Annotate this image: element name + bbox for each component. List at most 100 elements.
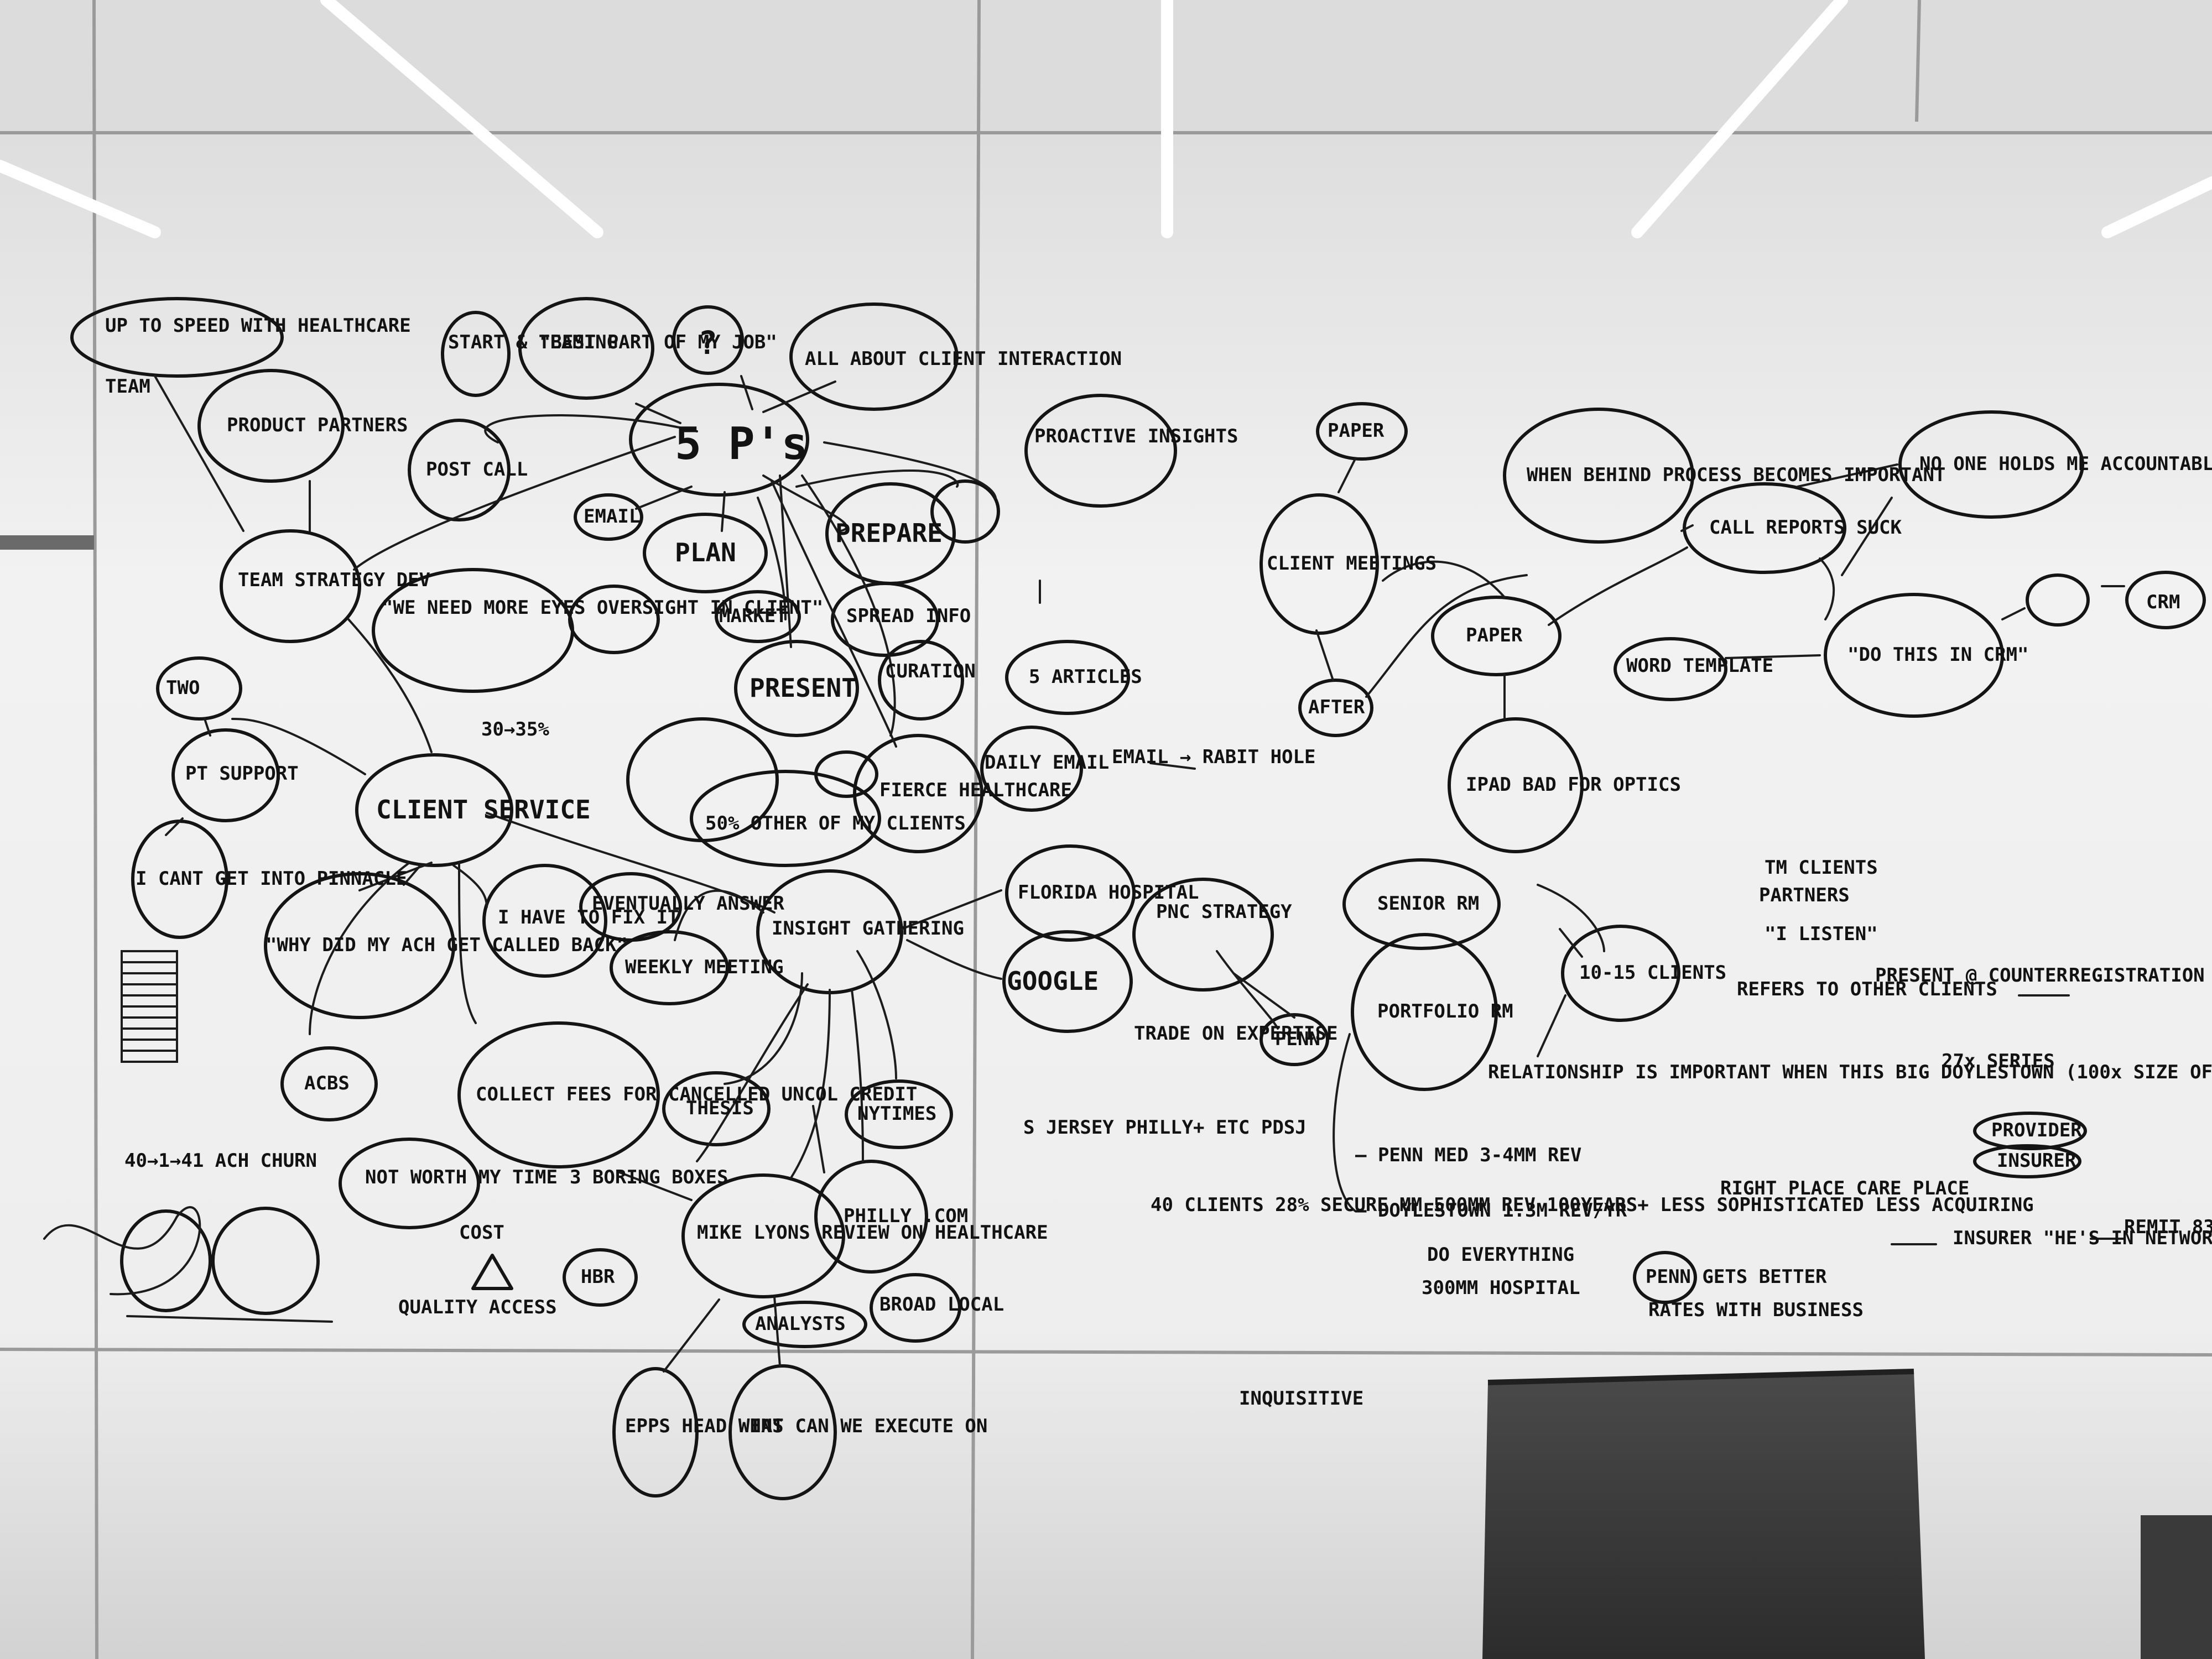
note-cost: COST [459, 1222, 504, 1244]
note-penn-med: – PENN MED 3-4MM REV [1355, 1144, 1581, 1166]
note-ach-churn: 40→1→41 ACH CHURN [124, 1150, 317, 1172]
note-fix-it: I HAVE TO FIX IT [498, 906, 679, 928]
note-list-clients: 40 CLIENTS 28% SECURE MM 500MM REV 100YE… [1151, 1194, 2034, 1216]
note-provider: PROVIDER [1991, 1119, 2082, 1141]
note-collect-fees: COLLECT FEES FOR CANCELLED UNCOL CREDIT [476, 1083, 917, 1105]
note-paper-mid: PAPER [1466, 624, 1523, 646]
note-two: TWO [166, 677, 200, 699]
light-reflections [0, 0, 2212, 238]
note-trade-expertise: TRADE ON EXPERTISE [1134, 1022, 1337, 1045]
note-eventually-answer: EVENTUALLY ANSWER [592, 893, 785, 915]
note-tm-clients: TM CLIENTS [1765, 857, 1878, 879]
note-hospital-300: 300MM HOSPITAL [1422, 1277, 1580, 1299]
note-list-jersey: S JERSEY PHILLY+ ETC PDSJ [1023, 1117, 1307, 1139]
note-my-ach-back: "WHY DID MY ACH GET CALLED BACK" [266, 934, 628, 956]
note-word-template: WORD TEMPLATE [1626, 655, 1773, 677]
note-mike-review: MIKE LYONS REVIEW ON HEALTHCARE [697, 1222, 1048, 1244]
note-other-clients: 50% OTHER OF MY CLIENTS [705, 812, 966, 834]
note-rates-business: RATES WITH BUSINESS [1648, 1299, 1864, 1321]
note-nytimes: NYTIMES [857, 1103, 936, 1125]
note-weekly-meeting: WEEKLY MEETING [625, 956, 784, 978]
note-question: ? [698, 324, 717, 362]
note-curation: CURATION [885, 660, 976, 682]
note-ipad: IPAD BAD FOR OPTICS [1466, 774, 1681, 796]
note-inquisitive: INQUISITIVE [1239, 1387, 1363, 1410]
note-pt-support: PT SUPPORT [185, 763, 299, 785]
note-present-counter: PRESENT @ COUNTER [1875, 964, 2068, 987]
note-florida-hospital: FLORIDA HOSPITAL [1018, 881, 1199, 904]
note-call-reports: CALL REPORTS SUCK [1709, 517, 1902, 539]
note-series-27x: 27x SERIES [1942, 1050, 2055, 1072]
note-do-everything: DO EVERYTHING [1427, 1244, 1574, 1266]
note-client-service: CLIENT SERVICE [376, 795, 591, 825]
connector-lines [43, 375, 2125, 1373]
note-relationship: RELATIONSHIP IS IMPORTANT WHEN THIS BIG … [1488, 1061, 2212, 1083]
note-pnc-strategy: PNC STRATEGY [1156, 901, 1292, 923]
note-plan: PLAN [675, 538, 736, 567]
note-epps: EPPS HEAD WINS [625, 1415, 784, 1437]
note-spread-info: SPREAD INFO [846, 605, 971, 627]
note-market: MARKET [719, 605, 787, 627]
note-insurer: INSURER [1997, 1150, 2076, 1172]
note-post-call: POST CALL [426, 458, 528, 481]
note-google: GOOGLE [1007, 966, 1099, 996]
note-senior-rm: SENIOR RM [1377, 893, 1479, 915]
ceiling-reflection [0, 0, 2212, 133]
note-philly: PHILLY .COM [844, 1205, 968, 1227]
note-start-teaming: START & TEAMING [448, 331, 618, 353]
note-five-ps: 5 P's [675, 418, 808, 469]
note-daily-email: DAILY EMAIL [985, 752, 1109, 774]
note-hbr: HBR [581, 1266, 615, 1288]
whiteboard-text: UP TO SPEED WITH HEALTHCARE TEAM START &… [105, 315, 2212, 1437]
note-paper-top: PAPER [1328, 420, 1385, 442]
note-quality-access: QUALITY ACCESS [398, 1296, 557, 1318]
note-analysts: ANALYSTS [755, 1313, 846, 1335]
note-product-partners: PRODUCT PARTNERS [227, 414, 408, 436]
office-chair [1482, 1369, 2212, 1659]
note-client-meetings: CLIENT MEETINGS [1267, 552, 1437, 575]
note-acbs: ACBS [304, 1072, 350, 1094]
note-penn-gets-better: PENN GETS BETTER [1646, 1266, 1827, 1288]
note-not-worth-time: NOT WORTH MY TIME [365, 1166, 558, 1188]
note-after: AFTER [1308, 696, 1365, 718]
note-no-one-holds: NO ONE HOLDS ME ACCOUNTABLE [1919, 453, 2212, 475]
note-doylestown: – DOYLESTOWN 1.3M REV/YR [1355, 1199, 1627, 1222]
note-prepare: PREPARE [835, 518, 943, 548]
note-crm: CRM [2146, 591, 2180, 613]
left-bar [0, 535, 94, 550]
note-fierce-healthcare: FIERCE HEALTHCARE [879, 779, 1072, 801]
note-tm-partners: PARTNERS [1759, 884, 1850, 906]
note-team-strategy: TEAM STRATEGY DEV [238, 569, 430, 591]
note-broad-local: BROAD LOCAL [879, 1293, 1004, 1316]
note-when-process: WHEN BEHIND PROCESS BECOMES IMPORTANT [1527, 464, 1945, 486]
note-proactive: PROACTIVE INSIGHTS [1034, 425, 1238, 447]
note-what-can-we: WHAT CAN WE EXECUTE ON [738, 1415, 987, 1437]
note-right-place: RIGHT PLACE CARE PLACE [1720, 1177, 1969, 1199]
note-rate-30-35: 30→35% [481, 718, 549, 740]
note-present: PRESENT [750, 673, 857, 703]
note-team: TEAM [105, 375, 150, 398]
note-insight-gathering: INSIGHT GATHERING [772, 917, 964, 940]
note-email: EMAIL [584, 505, 640, 528]
note-cant-get-pinnacle: I CANT GET INTO PINNACLE [136, 868, 407, 890]
note-five-articles: 5 ARTICLES [1029, 666, 1142, 688]
note-thesis: THESIS [686, 1097, 754, 1119]
note-email-rabbit: EMAIL → RABIT HOLE [1112, 746, 1315, 768]
note-all-about-client: ALL ABOUT CLIENT INTERACTION [805, 348, 1122, 370]
note-three-boring: 3 BORING BOXES [570, 1166, 728, 1188]
note-portfolio-rm: PORTFOLIO RM [1377, 1000, 1513, 1022]
note-clients-10-15: 10-15 CLIENTS [1579, 962, 1726, 984]
note-crm-box: "DO THIS IN CRM" [1847, 644, 2029, 666]
note-remit-835: REMIT 835 ACH [2124, 1216, 2212, 1238]
ink-shapes [70, 297, 2206, 1500]
note-insurer-network: INSURER "HE'S IN NETWORK" DENY > REJ [1953, 1227, 2212, 1249]
note-penn: PENN [1275, 1028, 1320, 1050]
note-refers-clients: REFERS TO OTHER CLIENTS [1737, 978, 1997, 1000]
note-i-listen: "I LISTEN" [1765, 923, 1878, 945]
note-registration: REGISTRATION GET RIGHT INFO (EMAIL) [2069, 964, 2212, 987]
note-eyes-oversight: "WE NEED MORE EYES OVERSIGHT IN CLIENT" [382, 597, 823, 619]
note-up-to-speed: UP TO SPEED WITH HEALTHCARE [105, 315, 411, 337]
